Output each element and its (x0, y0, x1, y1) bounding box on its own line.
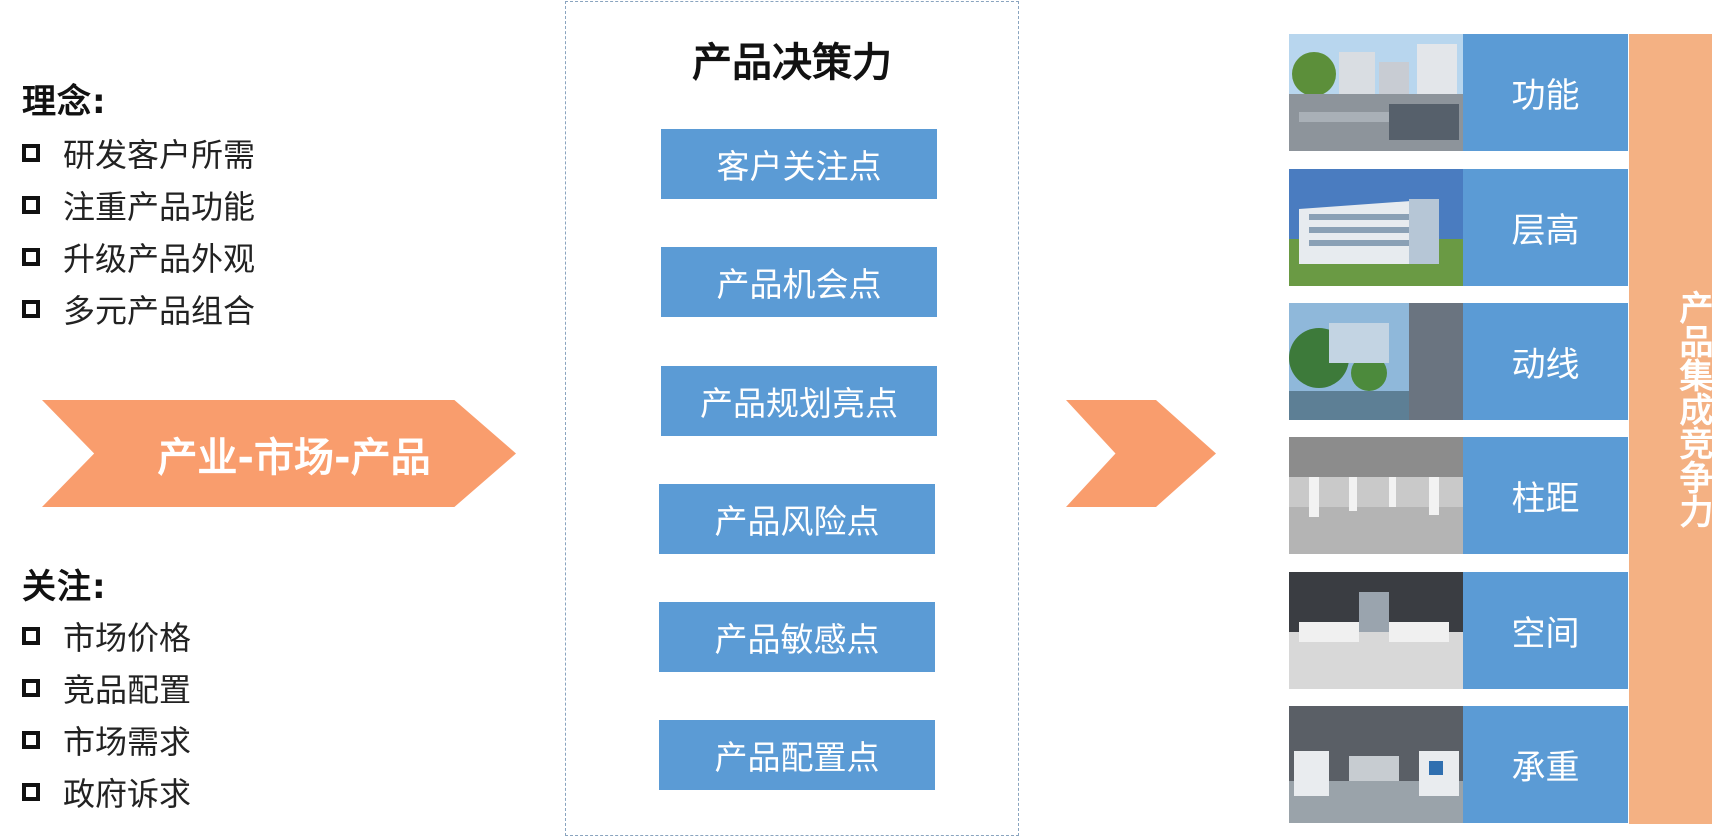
feature-function: 功能 (1463, 34, 1628, 151)
feature-floor-height: 层高 (1463, 169, 1628, 286)
decision-item-customer: 客户关注点 (661, 129, 937, 199)
checkbox-icon (22, 627, 40, 645)
banner-label: 产业-市场-产品 (157, 434, 431, 481)
photo-office-building (1289, 169, 1463, 286)
result-label: 产品集成竞争力 (1673, 290, 1712, 528)
industry-market-product-arrow: 产业-市场-产品 (42, 400, 516, 507)
decision-title: 产品决策力 (692, 40, 892, 86)
decision-item-sensitivity: 产品敏感点 (659, 602, 935, 672)
checkbox-icon (22, 144, 40, 162)
checkbox-icon (22, 300, 40, 318)
decision-item-configuration: 产品配置点 (659, 720, 935, 790)
checkbox-icon (22, 679, 40, 697)
list-item: 研发客户所需 (22, 127, 255, 179)
checkbox-icon (22, 731, 40, 749)
list-item: 注重产品功能 (22, 179, 255, 231)
concept-title: 理念: (22, 82, 107, 122)
feature-circulation: 动线 (1463, 303, 1628, 420)
photo-column-spacing (1289, 437, 1463, 554)
decision-item-highlight: 产品规划亮点 (661, 366, 937, 436)
feature-space: 空间 (1463, 572, 1628, 689)
photo-courtyard (1289, 303, 1463, 420)
photo-factory-floor (1289, 706, 1463, 823)
result-bar (1629, 34, 1712, 824)
decision-item-risk: 产品风险点 (659, 484, 935, 554)
feature-load-bearing: 承重 (1463, 706, 1628, 823)
checkbox-icon (22, 783, 40, 801)
list-item: 升级产品外观 (22, 231, 255, 283)
list-item: 政府诉求 (22, 766, 191, 818)
feature-column-spacing: 柱距 (1463, 437, 1628, 554)
focus-list: 市场价格 竞品配置 市场需求 政府诉求 (22, 610, 191, 818)
decision-frame (565, 1, 1019, 836)
focus-title: 关注: (22, 567, 107, 607)
list-item: 市场价格 (22, 610, 191, 662)
concept-list: 研发客户所需 注重产品功能 升级产品外观 多元产品组合 (22, 127, 255, 335)
photo-campus (1289, 34, 1463, 151)
decision-item-opportunity: 产品机会点 (661, 247, 937, 317)
list-item: 多元产品组合 (22, 283, 255, 335)
checkbox-icon (22, 248, 40, 266)
photo-interior-space (1289, 572, 1463, 689)
list-item: 市场需求 (22, 714, 191, 766)
checkbox-icon (22, 196, 40, 214)
list-item: 竞品配置 (22, 662, 191, 714)
chevron-right-icon (1066, 400, 1216, 507)
